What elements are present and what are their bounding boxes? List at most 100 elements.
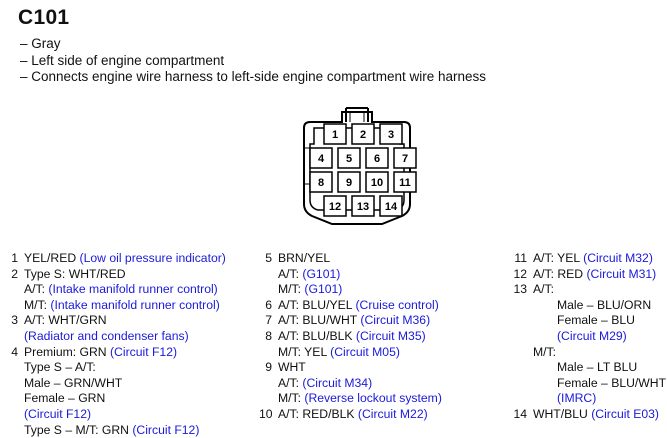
pin-number: 5 xyxy=(265,251,272,265)
cavity-8: 8 xyxy=(309,171,333,193)
circuit-reference: (Circuit M35) xyxy=(355,328,426,343)
wire-spec: BRN/YEL xyxy=(278,251,331,265)
circuit-reference: (Radiator and condenser fans) xyxy=(24,328,189,343)
circuit-reference: (Intake manifold runner control) xyxy=(48,282,218,297)
pin-number: 2 xyxy=(11,266,18,281)
wire-spec: Male – LT BLU xyxy=(557,360,638,375)
pin-entry-12: 12 A/T: RED (Circuit M31) xyxy=(511,267,667,283)
pin-detail-line: WHT/BLU (Circuit E03) xyxy=(533,407,659,423)
pin-number: 8 xyxy=(265,328,272,343)
pin-detail-line: A/T: WHT/GRN xyxy=(24,313,189,329)
pin-detail-line: Female – BLU xyxy=(533,313,666,329)
pin-detail-line: Male – LT BLU xyxy=(533,360,666,376)
wire-spec: Premium: GRN xyxy=(24,344,110,359)
circuit-reference: (Circuit M31) xyxy=(586,266,657,281)
pin-detail-line: M/T: YEL (Circuit M05) xyxy=(278,345,426,361)
pin-entry-5: 5 BRN/YEL A/T: (G101)M/T: (G101) xyxy=(259,251,499,298)
pin-detail-line: YEL/RED (Low oil pressure indicator) xyxy=(24,251,226,267)
circuit-reference: (Circuit M32) xyxy=(583,251,653,265)
cavity-number: 2 xyxy=(360,129,366,141)
pin-detail-line: A/T: BLU/BLK (Circuit M35) xyxy=(278,329,426,345)
pin-detail-line: M/T: xyxy=(533,345,666,361)
pin-number: 4 xyxy=(11,344,18,359)
wire-spec: A/T: BLU/BLK xyxy=(278,328,356,343)
pin-detail-line: Type S – A/T: xyxy=(24,360,199,376)
pin-detail-line: (IMRC) xyxy=(533,391,666,407)
pin-detail-line: A/T: (G101) xyxy=(278,267,342,283)
circuit-reference: (Circuit F12) xyxy=(132,422,200,437)
pin-detail-line: Male – BLU/ORN xyxy=(533,298,666,314)
cavity-number: 8 xyxy=(318,177,324,189)
pin-number: 12 xyxy=(513,266,527,281)
cavity-1: 1 xyxy=(323,123,347,145)
circuit-reference: (Circuit M22) xyxy=(357,406,428,421)
circuit-reference: (Circuit E03) xyxy=(591,406,659,421)
cavity-12: 12 xyxy=(323,195,347,217)
wire-spec: Type S: WHT/RED xyxy=(24,266,126,281)
cavity-number: 13 xyxy=(357,201,369,213)
circuit-reference: (Circuit F12) xyxy=(110,344,178,359)
wire-spec: M/T: YEL xyxy=(278,344,331,359)
cavity-number: 11 xyxy=(399,177,411,189)
wire-spec: A/T: BLU/WHT xyxy=(278,313,361,328)
description-connection: – Connects engine wire harness to left-s… xyxy=(20,69,486,84)
circuit-reference: (Circuit M05) xyxy=(330,344,400,359)
wire-spec: A/T: RED xyxy=(533,266,587,281)
wire-spec: YEL/RED xyxy=(24,251,80,265)
wire-spec: A/T: xyxy=(24,282,49,297)
pin-number: 1 xyxy=(11,251,18,265)
wire-spec: Type S – A/T: xyxy=(24,360,96,375)
pin-number: 13 xyxy=(513,282,527,297)
wire-spec: M/T: xyxy=(24,297,51,312)
cavity-10: 10 xyxy=(365,171,389,193)
wire-spec: M/T: xyxy=(278,391,305,406)
cavity-number: 7 xyxy=(402,153,408,165)
pin-detail-line: A/T: YEL (Circuit M32) xyxy=(533,251,653,267)
cavity-7: 7 xyxy=(393,147,417,169)
cavity-number: 4 xyxy=(318,153,325,165)
cavity-number: 10 xyxy=(371,177,383,189)
wire-spec: A/T: RED/BLK xyxy=(278,406,358,421)
circuit-reference: (Circuit M29) xyxy=(557,328,627,343)
pin-number: 10 xyxy=(259,406,273,421)
cavity-3: 3 xyxy=(379,123,403,145)
pin-number: 7 xyxy=(265,313,272,328)
wire-spec: M/T: xyxy=(278,282,305,297)
pin-detail-line: BRN/YEL xyxy=(278,251,342,267)
pin-detail-line: WHT xyxy=(278,360,442,376)
pin-detail-line: Female – GRN xyxy=(24,391,199,407)
cavity-5: 5 xyxy=(337,147,361,169)
wire-spec: Male – GRN/WHT xyxy=(24,375,123,390)
pin-entry-7: 7 A/T: BLU/WHT (Circuit M36) xyxy=(259,313,499,329)
description-location: – Left side of engine compartment xyxy=(20,52,225,68)
cavity-number: 1 xyxy=(332,129,338,141)
cavity-number: 5 xyxy=(346,153,352,165)
circuit-reference: (IMRC) xyxy=(557,391,597,406)
wire-spec: Type S – M/T: GRN xyxy=(24,422,133,437)
pin-detail-line: Male – GRN/WHT xyxy=(24,376,199,392)
circuit-reference: (G101) xyxy=(302,266,341,281)
cavity-number: 14 xyxy=(385,201,398,213)
pin-detail-line: (Circuit F12) xyxy=(24,407,199,423)
pin-detail-line: A/T: BLU/WHT (Circuit M36) xyxy=(278,313,430,329)
pin-detail-line: A/T: RED/BLK (Circuit M22) xyxy=(278,407,428,423)
circuit-reference: (Reverse lockout system) xyxy=(304,391,442,406)
page-title: C101 xyxy=(18,6,70,29)
wire-spec: WHT xyxy=(278,360,306,375)
wire-spec: M/T: xyxy=(533,344,557,359)
cavity-number: 6 xyxy=(374,153,380,165)
wire-spec: Male – BLU/ORN xyxy=(557,297,652,312)
wire-spec: A/T: YEL xyxy=(533,251,584,265)
cavity-6: 6 xyxy=(365,147,389,169)
cavity-11: 11 xyxy=(393,171,417,193)
circuit-reference: (Circuit F12) xyxy=(24,406,92,421)
cavity-2: 2 xyxy=(351,123,375,145)
cavity-4: 4 xyxy=(309,147,333,169)
pin-detail-line: Premium: GRN (Circuit F12) xyxy=(24,345,199,361)
pin-detail-line: M/T: (Intake manifold runner control) xyxy=(24,298,220,314)
